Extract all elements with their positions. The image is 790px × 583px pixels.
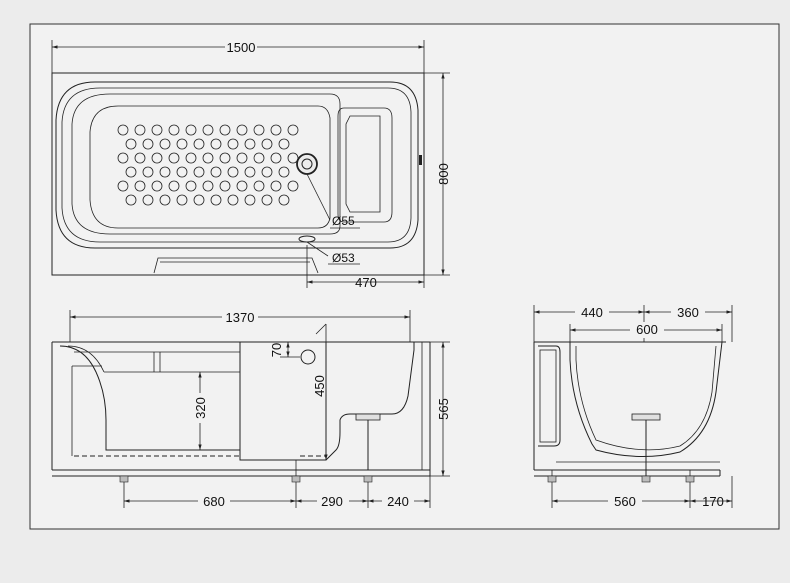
dim-leg-290: 290 xyxy=(321,494,343,509)
overflow-icon xyxy=(300,349,316,365)
dim-end-560: 560 xyxy=(614,494,636,509)
dim-overall-height: 565 xyxy=(436,398,451,420)
dim-depth-450: 450 xyxy=(312,375,327,397)
drain-icon xyxy=(296,153,318,175)
dim-overflow-dia: Ø53 xyxy=(332,251,355,265)
dim-end-440: 440 xyxy=(581,305,603,320)
dim-top-length: 1500 xyxy=(227,40,256,55)
dim-leg-240: 240 xyxy=(387,494,409,509)
dim-drain-offset: 470 xyxy=(355,275,377,290)
dim-leg-680: 680 xyxy=(203,494,225,509)
dim-overflow-height: 70 xyxy=(269,343,284,357)
dim-drain-dia: Ø55 xyxy=(332,214,355,228)
dim-end-600: 600 xyxy=(636,322,658,337)
top-view xyxy=(51,40,450,288)
dim-top-width: 800 xyxy=(436,163,451,185)
dim-end-170: 170 xyxy=(702,494,724,509)
drawing-frame xyxy=(29,23,780,530)
hole-pattern xyxy=(117,124,299,206)
dim-side-inner-length: 1370 xyxy=(226,310,255,325)
dim-seat-320: 320 xyxy=(193,397,208,419)
dim-end-360: 360 xyxy=(677,305,699,320)
